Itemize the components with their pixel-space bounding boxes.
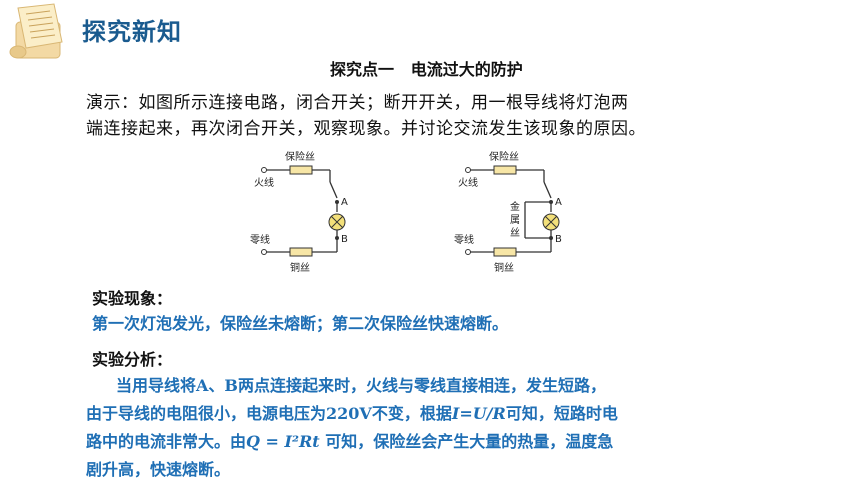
metal-wire-label-2: 属 bbox=[510, 214, 520, 226]
switch bbox=[329, 181, 338, 199]
metal-wire-label-3: 丝 bbox=[510, 227, 520, 239]
analysis-line-1: 当用导线将A、B两点连接起来时，火线与零线直接相连，发生短路， bbox=[116, 376, 606, 395]
analysis-line-3-b: 可知，保险丝会产生大量的热量，温度急 bbox=[319, 432, 614, 451]
live-label: 火线 bbox=[458, 176, 478, 189]
analysis-line-2-b: 可知，短路时电 bbox=[505, 404, 618, 423]
metal-wire-label-1: 金 bbox=[510, 200, 520, 213]
circuit-diagram-right: 保险丝 火线 零线 铜丝 金 属 丝 A B bbox=[454, 150, 562, 274]
neutral-terminal bbox=[261, 249, 267, 255]
phenomenon-text: 第一次灯泡发光，保险丝未熔断；第二次保险丝快速熔断。 bbox=[92, 314, 509, 333]
point-a-label: A bbox=[555, 197, 562, 208]
copper-wire bbox=[493, 247, 517, 257]
live-label: 火线 bbox=[254, 176, 274, 189]
demo-instructions: 演示：如图所示连接电路，闭合开关；断开开关，用一根导线将灯泡两 端连接起来，再次… bbox=[86, 90, 776, 142]
analysis-line-4: 剧升高，快速熔断。 bbox=[86, 460, 231, 479]
analysis-line-2: 由于导线的电阻很小，电源电压为220V不变，根据I=U/R可知，短路时电 bbox=[86, 400, 776, 428]
topic-name: 电流过大的防护 bbox=[410, 60, 523, 79]
scroll-icon bbox=[9, 3, 63, 59]
copper-label: 铜丝 bbox=[494, 262, 514, 274]
live-terminal bbox=[261, 167, 267, 173]
analysis-line-2-a: 由于导线的电阻很小，电源电压为220V不变，根据 bbox=[86, 404, 452, 423]
point-b-label: B bbox=[555, 234, 562, 245]
topic-title: 探究点一 电流过大的防护 bbox=[330, 56, 523, 80]
neutral-terminal bbox=[465, 249, 471, 255]
topic-number: 探究点一 bbox=[330, 60, 395, 79]
point-b-label: B bbox=[341, 234, 348, 245]
neutral-label: 零线 bbox=[454, 233, 474, 246]
ohms-law-formula: I=U/R bbox=[451, 404, 506, 423]
analysis-line-3: 路中的电流非常大。由Q = I²Rt 可知，保险丝会产生大量的热量，温度急 bbox=[86, 428, 776, 456]
copper-wire bbox=[289, 247, 313, 257]
switch bbox=[543, 181, 552, 199]
demo-line-1: 演示：如图所示连接电路，闭合开关；断开开关，用一根导线将灯泡两 bbox=[86, 93, 629, 113]
circuit-diagram-left: 保险丝 火线 零线 铜丝 A B bbox=[250, 150, 348, 274]
copper-label: 铜丝 bbox=[290, 262, 310, 274]
analysis-line-3-a: 路中的电流非常大。由 bbox=[86, 432, 247, 451]
neutral-label: 零线 bbox=[250, 233, 270, 246]
demo-line-2: 端连接起来，再次闭合开关，观察现象。并讨论交流发生该现象的原因。 bbox=[86, 119, 646, 139]
phenomenon-heading: 实验现象： bbox=[92, 289, 173, 308]
fuse bbox=[289, 165, 313, 175]
fuse-label: 保险丝 bbox=[489, 150, 519, 163]
live-terminal bbox=[465, 167, 471, 173]
analysis-heading: 实验分析： bbox=[92, 350, 173, 369]
joule-law-formula: Q = I²Rt bbox=[246, 432, 320, 451]
section-title: 探究新知 bbox=[82, 18, 182, 46]
analysis-text: 当用导线将A、B两点连接起来时，火线与零线直接相连，发生短路， 由于导线的电阻很… bbox=[86, 372, 776, 484]
header: 探究新知 bbox=[0, 0, 860, 59]
fuse bbox=[493, 165, 517, 175]
point-a-label: A bbox=[341, 197, 348, 208]
fuse-label: 保险丝 bbox=[285, 150, 315, 163]
